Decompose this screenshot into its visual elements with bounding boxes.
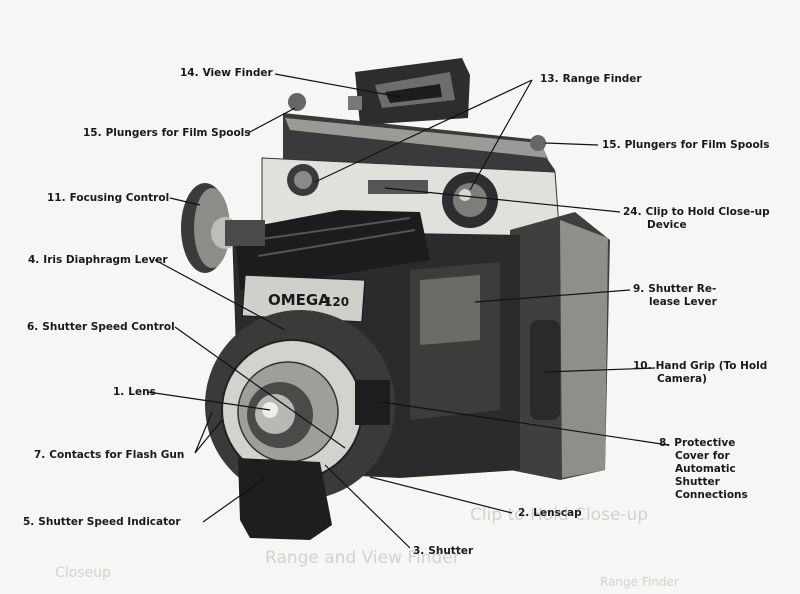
label-iris-diaphragm-lever: 4.Iris Diaphragm Lever [28,254,168,266]
leader-line-plunger-right [544,142,599,146]
lens-cap [238,458,332,540]
focusing-knob [181,183,265,273]
leader-line-protective-cover [381,401,669,446]
leader-line-hand-grip [544,367,656,373]
label-shutter-release-lever: 9.Shutter Re- lease Lever [633,283,717,308]
label-lens: 1.Lens [113,386,156,398]
bleed-through-text: Range Finder [600,575,679,589]
leader-line-plunger-left [247,107,296,134]
leader-line-iris-lever [154,259,286,331]
nameplate-brand: OMEGA [268,291,330,309]
label-range-finder: 13.Range Finder [540,73,642,85]
label-shutter: 3.Shutter [413,545,474,557]
label-protective-cover: 8.Protective Cover for Automatic Shutter… [659,437,748,501]
label-shutter-speed-indicator: 5.Shutter Speed Indicator [23,516,181,528]
bleed-through-text: Closeup [55,565,111,581]
nameplate-model: 120 [324,295,349,309]
nameplate [241,274,366,323]
label-view-finder: 14.View Finder [180,67,273,79]
leader-line-lenscap [369,476,513,514]
label-focusing-control: 11.Focusing Control [47,192,170,204]
label-hand-grip: 10.Hand Grip (To Hold Camera) [633,360,768,385]
leader-line-shutter [324,464,411,549]
leader-line-focusing-control [169,197,201,206]
bleed-through-text: Clip to Hold Close-up [470,505,649,525]
leader-lines [147,73,669,549]
leader-line-speed-control [174,326,346,449]
leader-line-close-up-clip [384,187,621,213]
leader-line-shutter-release [474,289,631,303]
leader-line-flash-contacts [194,411,213,454]
leader-line-view-finder [274,73,401,98]
camera-side-body [510,212,610,480]
label-plungers-film-spools-left: 15.Plungers for Film Spools [83,127,251,139]
bleed-through-text: Range and View Finder [265,548,460,568]
spool-plunger-left [288,93,306,111]
label-shutter-speed-control: 6.Shutter Speed Control [27,321,175,333]
label-contacts-flash-gun: 7.Contacts for Flash Gun [34,449,185,461]
leader-line-range-finder [314,79,533,183]
leader-line-flash-contacts [194,419,223,454]
leader-line-lens [147,391,271,411]
label-lenscap: 2.Lenscap [518,507,582,519]
label-plungers-film-spools-right: 15.Plungers for Film Spools [602,139,770,151]
label-close-up-clip: 24.Clip to Hold Close-up Device [623,206,770,231]
view-finder-housing [348,58,470,125]
leader-line-range-finder [469,79,533,191]
leader-line-speed-indicator [202,477,266,523]
spool-plunger-right [530,135,546,151]
